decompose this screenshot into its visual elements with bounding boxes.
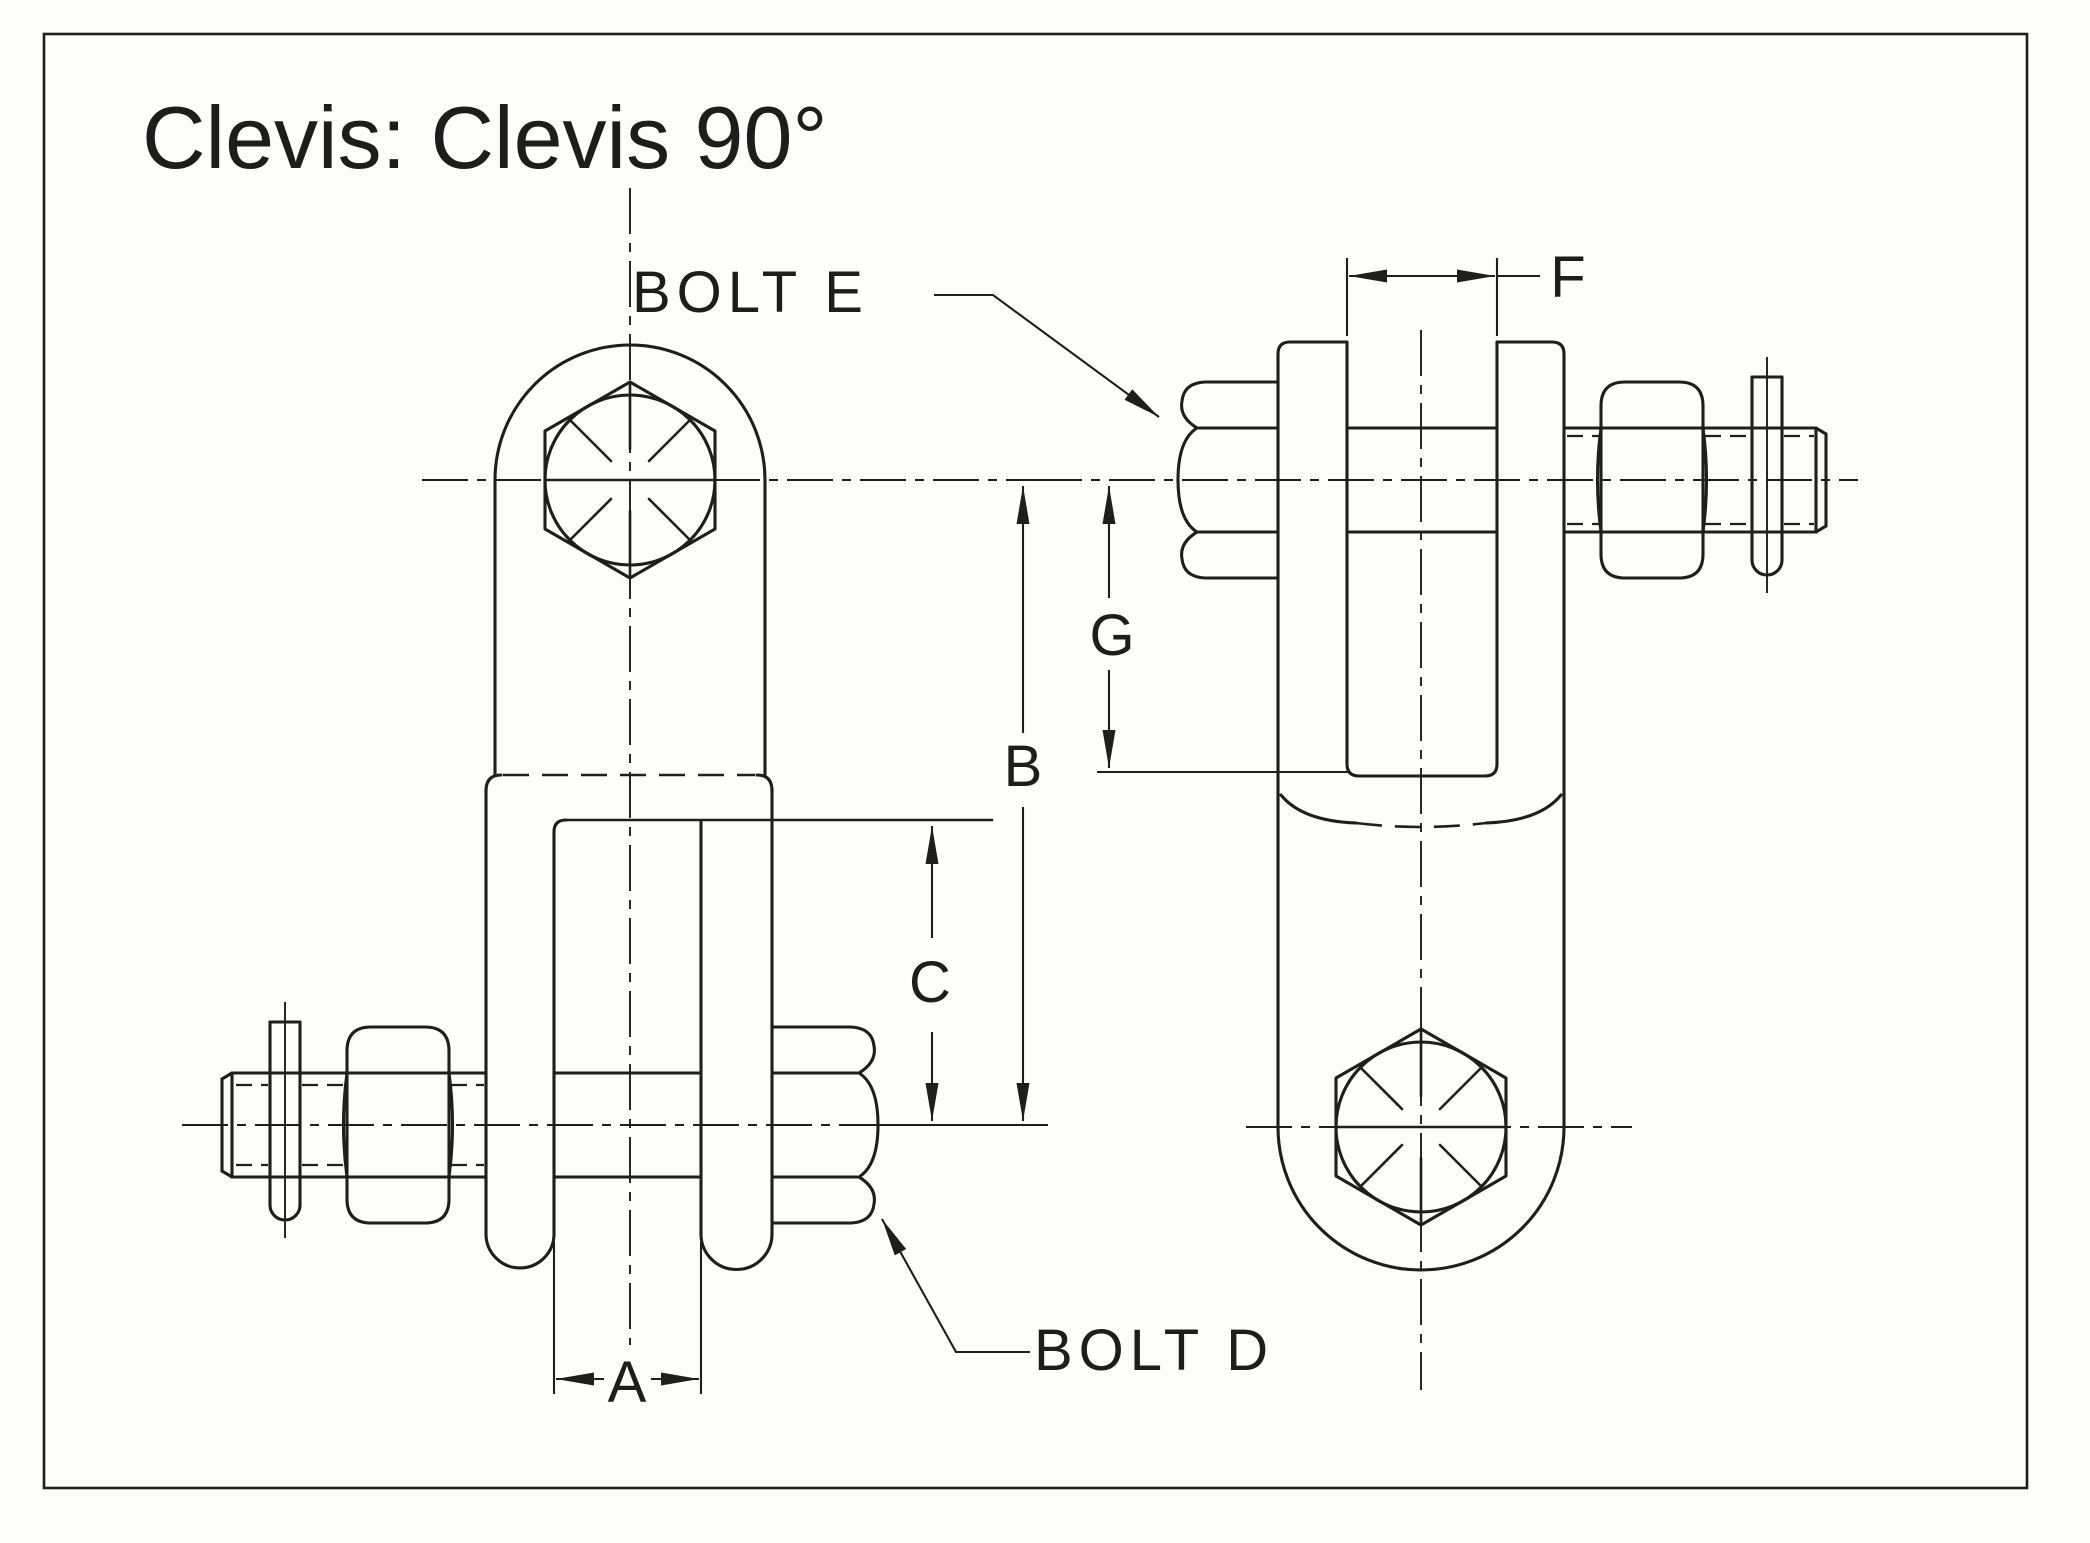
bolt-d-callout: BOLT D [881,1218,1274,1383]
dimension-label-c: C [909,950,951,1015]
bolt-e-assembly [1176,357,1828,593]
front-view: A C B BOLT D [182,188,1274,1415]
cotter-pin-d [268,1002,302,1238]
drawing-title: Clevis: Clevis 90° [142,88,828,187]
side-view-centerlines [1036,330,1858,1390]
cotter-pin-e [1750,357,1784,593]
side-view: F G BOLT E [632,245,1858,1390]
bolt-d-label: BOLT D [1034,1318,1274,1383]
top-eye [493,343,767,777]
bottom-eye [1334,1027,1508,1227]
dimension-label-a: A [608,1350,647,1415]
bolt-e-label: BOLT E [632,260,869,325]
front-view-centerlines [182,188,1048,1345]
nut-e [1595,380,1709,580]
body-outline [1276,340,1566,1272]
dimension-label-g: G [1089,603,1134,668]
dimension-f: F [1345,245,1586,336]
bolt-d-head-hexagon [1334,1027,1508,1227]
nut-d [341,1025,455,1225]
dimension-c: C [909,826,951,1121]
dimension-label-b: B [1004,734,1043,799]
dimension-g: G [1089,486,1350,773]
lower-fork [484,773,994,1271]
thread-hidden-lines [236,1083,484,1167]
bolt-e-head [1176,380,1280,580]
thread-hidden-lines [1567,434,1814,526]
dimension-b: B [850,486,1048,1126]
drawing-border [42,32,2029,1490]
bolt-head-facet-lines [545,382,715,578]
bolt-d-assembly [220,1002,880,1238]
dimension-a: A [552,1242,703,1415]
dimension-label-f: F [1550,245,1585,310]
bolt-e-head-hexagon [543,380,717,580]
bolt-head-facet-lines [1336,1029,1506,1225]
bolt-e-callout: BOLT E [632,260,1160,418]
